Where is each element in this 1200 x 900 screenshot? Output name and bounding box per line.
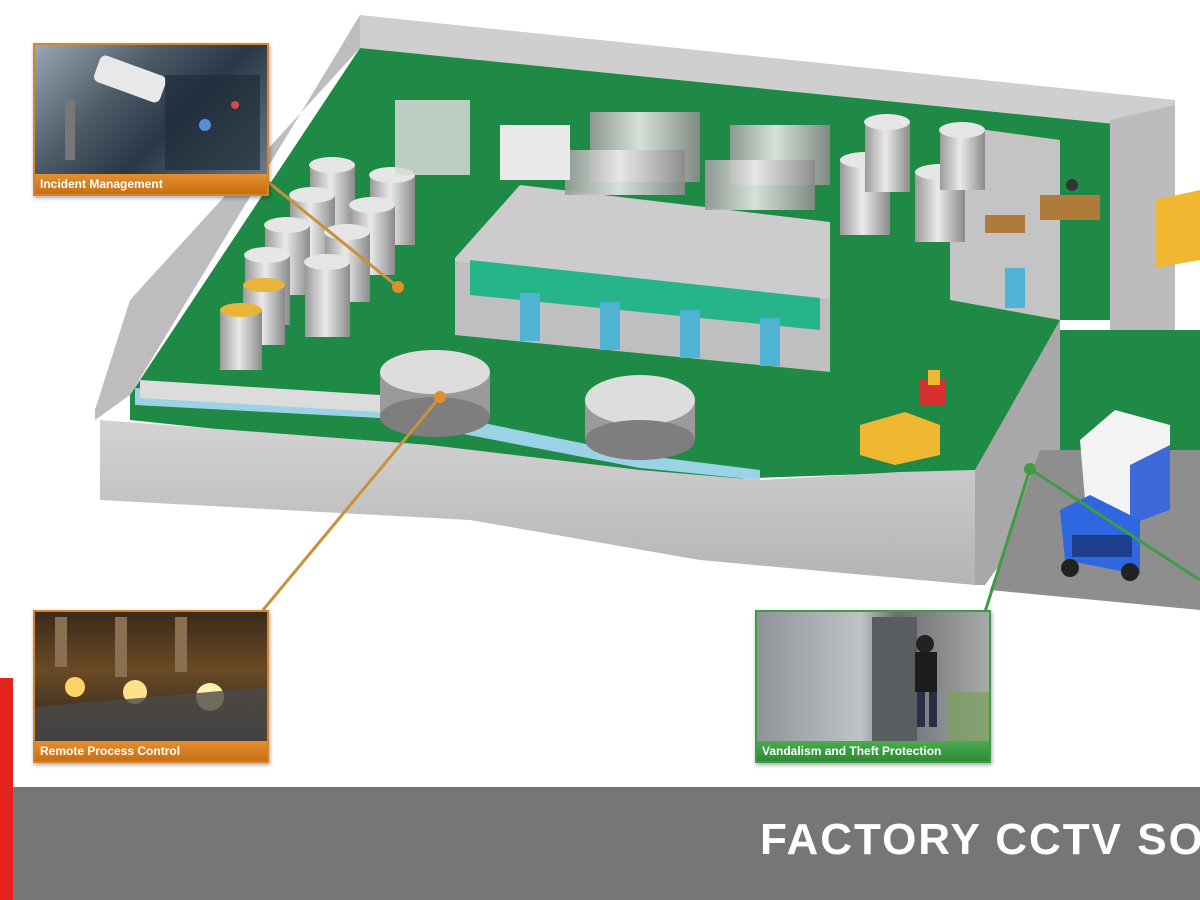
pallets bbox=[860, 190, 1200, 465]
truck-connector bbox=[1029, 467, 1200, 582]
remote-connector bbox=[261, 396, 442, 611]
back-tanks bbox=[395, 100, 985, 242]
intruder-door-photo bbox=[757, 612, 989, 741]
red-accent-bar bbox=[0, 678, 13, 900]
vandalism-theft-label: Vandalism and Theft Protection bbox=[757, 741, 989, 761]
left-wall bbox=[95, 15, 360, 420]
incident-connector bbox=[267, 180, 399, 289]
vandalism-connector bbox=[983, 468, 1032, 613]
vandalism-theft-callout: Vandalism and Theft Protection bbox=[755, 610, 991, 763]
back-wall bbox=[360, 15, 1175, 130]
incident-management-callout: Incident Management bbox=[33, 43, 269, 196]
delivery-truck bbox=[1060, 410, 1170, 581]
remote-process-control-callout: Remote Process Control bbox=[33, 610, 269, 763]
right-wall bbox=[975, 320, 1060, 585]
front-wall bbox=[100, 420, 975, 585]
banner-title: FACTORY CCTV SO bbox=[760, 815, 1200, 864]
cctv-camera-photo bbox=[35, 45, 267, 174]
title-banner bbox=[0, 787, 1200, 900]
conveyor-line bbox=[135, 388, 760, 480]
warehouse-wall bbox=[1110, 105, 1175, 330]
remote-process-control-label: Remote Process Control bbox=[35, 741, 267, 761]
bottling-machines bbox=[380, 350, 695, 460]
incident-management-label: Incident Management bbox=[35, 174, 267, 194]
laser-cutting-photo bbox=[35, 612, 267, 741]
